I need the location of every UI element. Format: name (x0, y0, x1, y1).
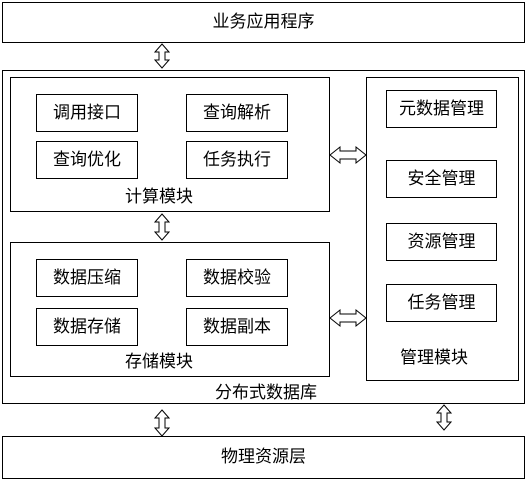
management-item-task: 任务管理 (386, 284, 497, 322)
management-item-metadata: 元数据管理 (386, 90, 497, 128)
physical-resource-layer: 物理资源层 (2, 436, 525, 479)
compute-item-label: 查询解析 (203, 102, 271, 123)
physical-resource-label: 物理资源层 (221, 447, 306, 467)
management-item-label: 安全管理 (407, 168, 476, 189)
storage-item-label: 数据存储 (53, 316, 121, 337)
storage-item-data-storage: 数据存储 (36, 308, 138, 346)
management-module-label: 管理模块 (400, 348, 468, 368)
management-item-security: 安全管理 (386, 160, 497, 198)
compute-item-call-interface: 调用接口 (36, 94, 138, 132)
storage-item-label: 数据压缩 (53, 267, 121, 288)
storage-item-data-verification: 数据校验 (186, 259, 288, 297)
compute-item-query-parsing: 查询解析 (186, 94, 288, 132)
distributed-database-label: 分布式数据库 (215, 383, 317, 403)
business-application-label: 业务应用程序 (212, 12, 315, 32)
management-item-resource: 资源管理 (386, 223, 497, 261)
compute-item-query-optimization: 查询优化 (36, 141, 138, 179)
storage-item-label: 数据校验 (203, 267, 271, 288)
double-arrow-icon (153, 409, 171, 437)
management-item-label: 元数据管理 (399, 98, 484, 119)
double-arrow-icon (153, 43, 171, 69)
storage-item-data-replica: 数据副本 (186, 308, 288, 346)
compute-item-label: 任务执行 (203, 149, 271, 170)
compute-module-label: 计算模块 (125, 187, 193, 207)
management-item-label: 资源管理 (407, 231, 476, 252)
storage-item-data-compression: 数据压缩 (36, 259, 138, 297)
storage-item-label: 数据副本 (203, 316, 271, 337)
storage-module-label: 存储模块 (125, 352, 193, 372)
compute-item-label: 调用接口 (53, 102, 121, 123)
double-arrow-icon (435, 404, 453, 431)
management-item-label: 任务管理 (407, 292, 476, 313)
business-application-layer: 业务应用程序 (2, 2, 525, 43)
compute-item-label: 查询优化 (53, 149, 121, 170)
compute-item-task-execution: 任务执行 (186, 141, 288, 179)
